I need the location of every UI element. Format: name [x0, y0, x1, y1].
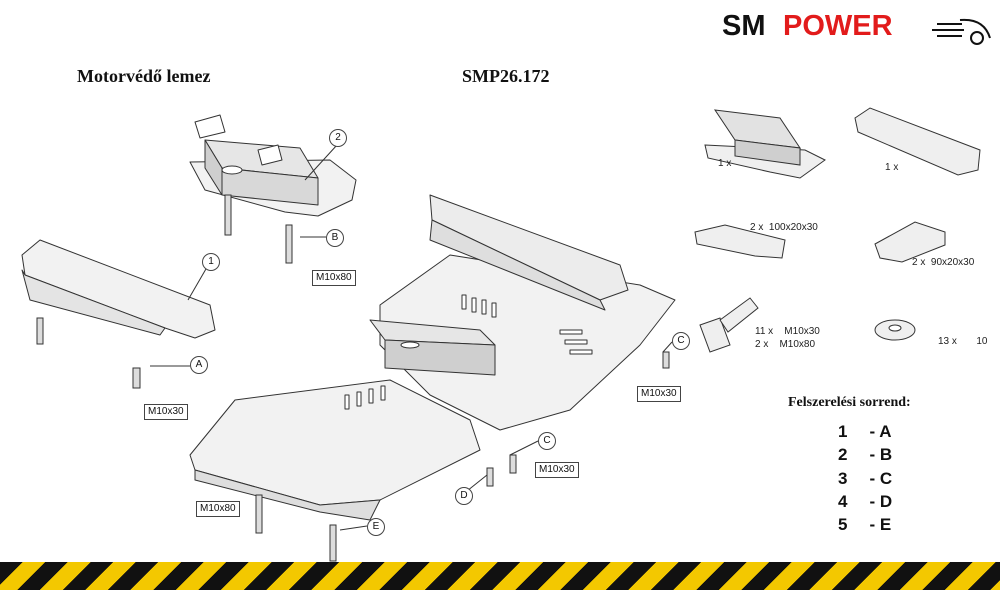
- front-skid-plate: [189, 379, 481, 521]
- center-bracket-box: [369, 319, 496, 376]
- callout-step-c-right: C: [672, 332, 690, 350]
- bolt: [509, 454, 517, 474]
- parts-qty-plate: 1 x: [885, 162, 899, 173]
- spec: M10x30: [784, 326, 820, 337]
- main-skid-plate: [379, 194, 676, 431]
- callout-step-a: A: [190, 356, 208, 374]
- parts-qty-bolt-m10x30: 11 x M10x30: [755, 326, 820, 337]
- bolt: [662, 351, 670, 369]
- bolt: [255, 494, 263, 534]
- order-step-1: 1 - A: [838, 422, 892, 442]
- hazard-stripe-footer: [0, 562, 1000, 590]
- callout-part-2: 2: [329, 129, 347, 147]
- label-bolt-c-bottom: M10x30: [535, 462, 579, 478]
- order-step-2: 2 - B: [838, 445, 892, 465]
- parts-list-washer: [874, 319, 916, 341]
- parts-qty-spacer-90: 2 x 90x20x30: [912, 257, 974, 268]
- callout-step-d: D: [455, 487, 473, 505]
- order-step-3: 3 - C: [838, 469, 892, 489]
- bolt: [132, 367, 141, 389]
- bolt: [329, 524, 337, 562]
- parts-qty-washer: 13 x 10: [938, 336, 987, 347]
- parts-list-spacer-90: [874, 221, 946, 263]
- step-letter: - C: [869, 469, 893, 488]
- logo-motorbike-graphic: [932, 18, 991, 45]
- qty: 2 x: [912, 257, 926, 268]
- label-bolt-c-right: M10x30: [637, 386, 681, 402]
- logo-text-power: POWER: [783, 10, 893, 42]
- brand-logo: SM POWER: [722, 8, 994, 48]
- label-bolt-b: M10x80: [312, 270, 356, 286]
- bolt: [224, 194, 232, 236]
- product-name: Motorvédő lemez: [77, 66, 211, 86]
- callout-step-c-bottom: C: [538, 432, 556, 450]
- step-letter: - E: [869, 515, 892, 534]
- assembly-order-title: Felszerelési sorrend:: [788, 395, 911, 410]
- parts-qty-bolt-m10x80: 2 x M10x80: [755, 339, 815, 350]
- step-letter: - D: [869, 492, 893, 511]
- step-num: 4: [838, 492, 848, 511]
- parts-list-bracket: [704, 109, 826, 179]
- callout-part-1: 1: [202, 253, 220, 271]
- step-letter: - A: [869, 422, 892, 441]
- qty: 2 x: [750, 222, 764, 233]
- step-num: 2: [838, 445, 848, 464]
- parts-list-plate: [854, 107, 981, 176]
- qty: 2 x: [755, 339, 769, 350]
- parts-list-spacer-100: [694, 224, 786, 259]
- order-step-5: 5 - E: [838, 515, 891, 535]
- callout-step-b: B: [326, 229, 344, 247]
- step-num: 1: [838, 422, 848, 441]
- part1-side-plate: [21, 239, 216, 339]
- label-bolt-a: M10x30: [144, 404, 188, 420]
- logo-text-sm: SM: [722, 10, 766, 42]
- callout-step-e: E: [367, 518, 385, 536]
- bolt: [486, 467, 494, 487]
- spec: 100x20x30: [768, 222, 818, 233]
- parts-qty-bracket: 1 x: [718, 158, 732, 169]
- bolt: [36, 317, 44, 345]
- parts-list-bolt: [699, 297, 759, 353]
- qty: 13 x: [938, 336, 957, 347]
- order-step-4: 4 - D: [838, 492, 892, 512]
- step-letter: - B: [869, 445, 893, 464]
- parts-qty-spacer-100: 2 x 100x20x30: [750, 222, 818, 233]
- label-bolt-e: M10x80: [196, 501, 240, 517]
- step-num: 3: [838, 469, 848, 488]
- spec: 90x20x30: [930, 257, 975, 268]
- bolt: [285, 224, 293, 264]
- spec: M10x80: [779, 339, 816, 350]
- qty: 11 x: [755, 326, 774, 337]
- step-num: 5: [838, 515, 848, 534]
- product-code: SMP26.172: [462, 66, 550, 86]
- part2-bracket: [189, 114, 357, 217]
- spec: 10: [976, 336, 988, 347]
